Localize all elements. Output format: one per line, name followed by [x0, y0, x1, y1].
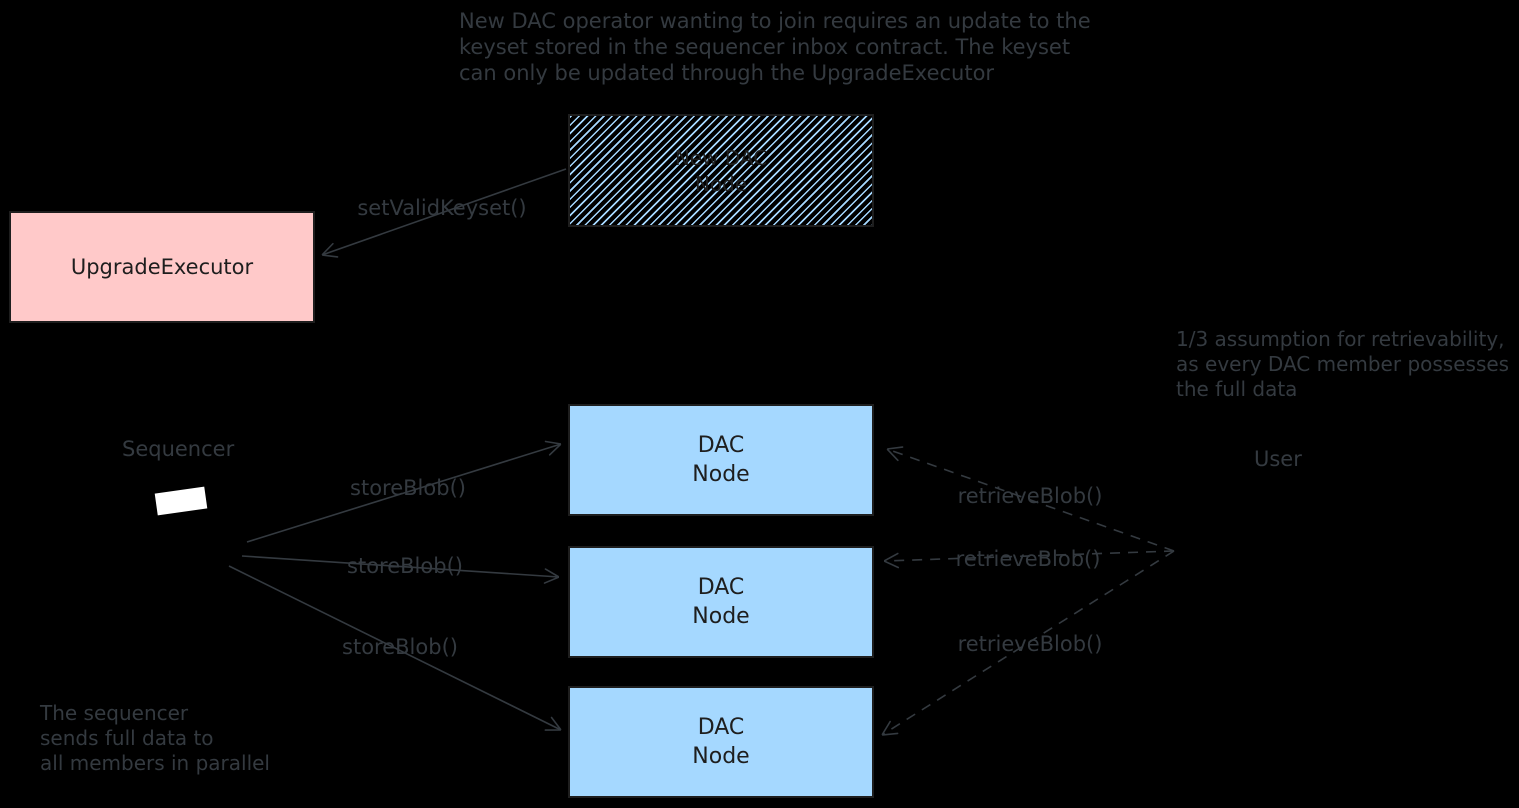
dac-node-label-1: DAC Node [692, 433, 750, 487]
upgrade-executor-box: UpgradeExecutor [9, 211, 315, 323]
dac-node-box-1: DAC Node [568, 404, 874, 516]
top-note: New DAC operator wanting to join require… [459, 9, 1091, 85]
dac-node-box-3: DAC Node [568, 686, 874, 798]
right-note: 1/3 assumption for retrievability, as ev… [1176, 327, 1510, 401]
store-blob-label-2: storeBlob() [347, 554, 463, 578]
new-dac-node-box: New DAC Node [568, 114, 874, 227]
set-valid-keyset-label: setValidKeyset() [357, 196, 527, 220]
bottom-left-note: The sequencer sends full data to all mem… [40, 701, 270, 775]
user-label: User [1254, 447, 1302, 471]
store-blob-label-3: storeBlob() [342, 635, 458, 659]
retrieve-blob-label-3: retrieveBlob() [957, 632, 1103, 656]
retrieve-blob-label-1: retrieveBlob() [957, 484, 1103, 508]
sequencer-shape [154, 486, 208, 516]
dac-node-box-2: DAC Node [568, 546, 874, 658]
dac-node-label-3: DAC Node [692, 715, 750, 769]
dac-node-label-2: DAC Node [692, 575, 750, 629]
sequencer-label: Sequencer [122, 437, 235, 461]
upgrade-executor-label: UpgradeExecutor [70, 254, 254, 279]
retrieve-blob-label-2: retrieveBlob() [955, 547, 1101, 571]
store-blob-label-1: storeBlob() [350, 476, 466, 500]
new-dac-node-label: New DAC Node [674, 145, 768, 196]
